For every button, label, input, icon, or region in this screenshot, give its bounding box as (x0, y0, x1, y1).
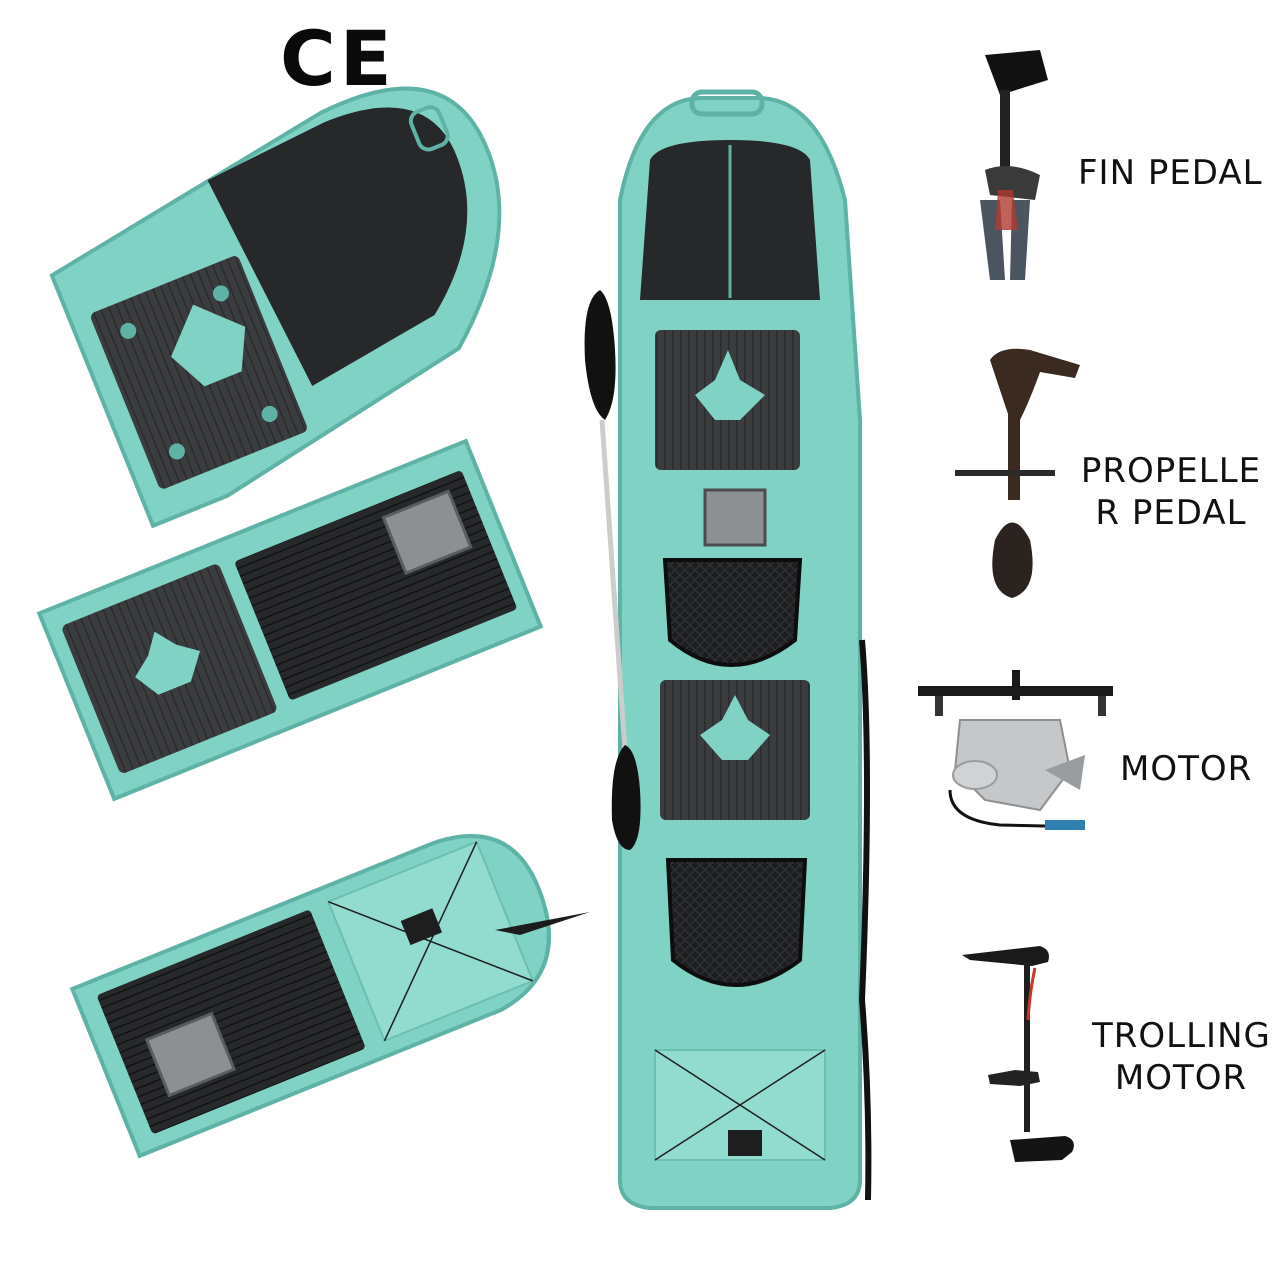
rudder-icon (495, 912, 590, 935)
fin-pedal-icon (980, 50, 1048, 280)
propeller-pedal-icon (955, 348, 1080, 598)
trolling-motor-label: TROLLING MOTOR (1092, 1016, 1271, 1098)
motor-icon (918, 670, 1113, 830)
mid-section (36, 438, 544, 802)
stern-section (69, 834, 551, 1159)
full-kayak (618, 89, 862, 1210)
propeller-pedal-label: PROPELLE R PEDAL (1080, 451, 1262, 533)
motor-label: MOTOR (1120, 749, 1253, 789)
fin-pedal-label: FIN PEDAL (1078, 153, 1263, 193)
bow-section (49, 86, 502, 529)
ce-mark: CE (280, 14, 396, 103)
paddle-icon (584, 290, 641, 850)
paddle-icon (858, 639, 872, 1201)
trolling-motor-icon (962, 946, 1074, 1162)
